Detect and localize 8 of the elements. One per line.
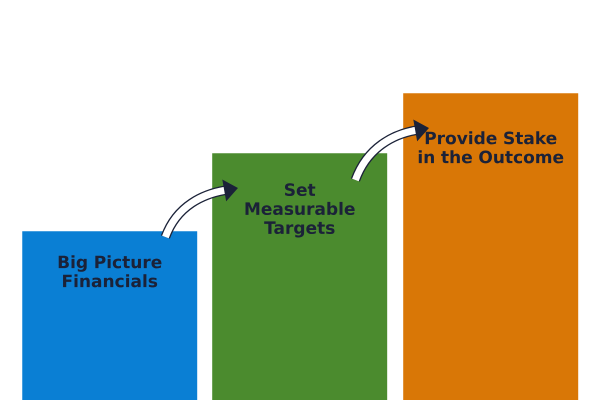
curved-arrow [350,119,429,182]
bar-label: Set Measurable Targets [246,183,355,238]
bar-label: Provide Stake in the Outcome [418,131,564,164]
bar [22,231,198,400]
bar-label: Big Picture Financials [58,255,162,288]
bar [403,93,578,400]
curved-arrow [160,179,238,239]
bar [212,153,388,400]
